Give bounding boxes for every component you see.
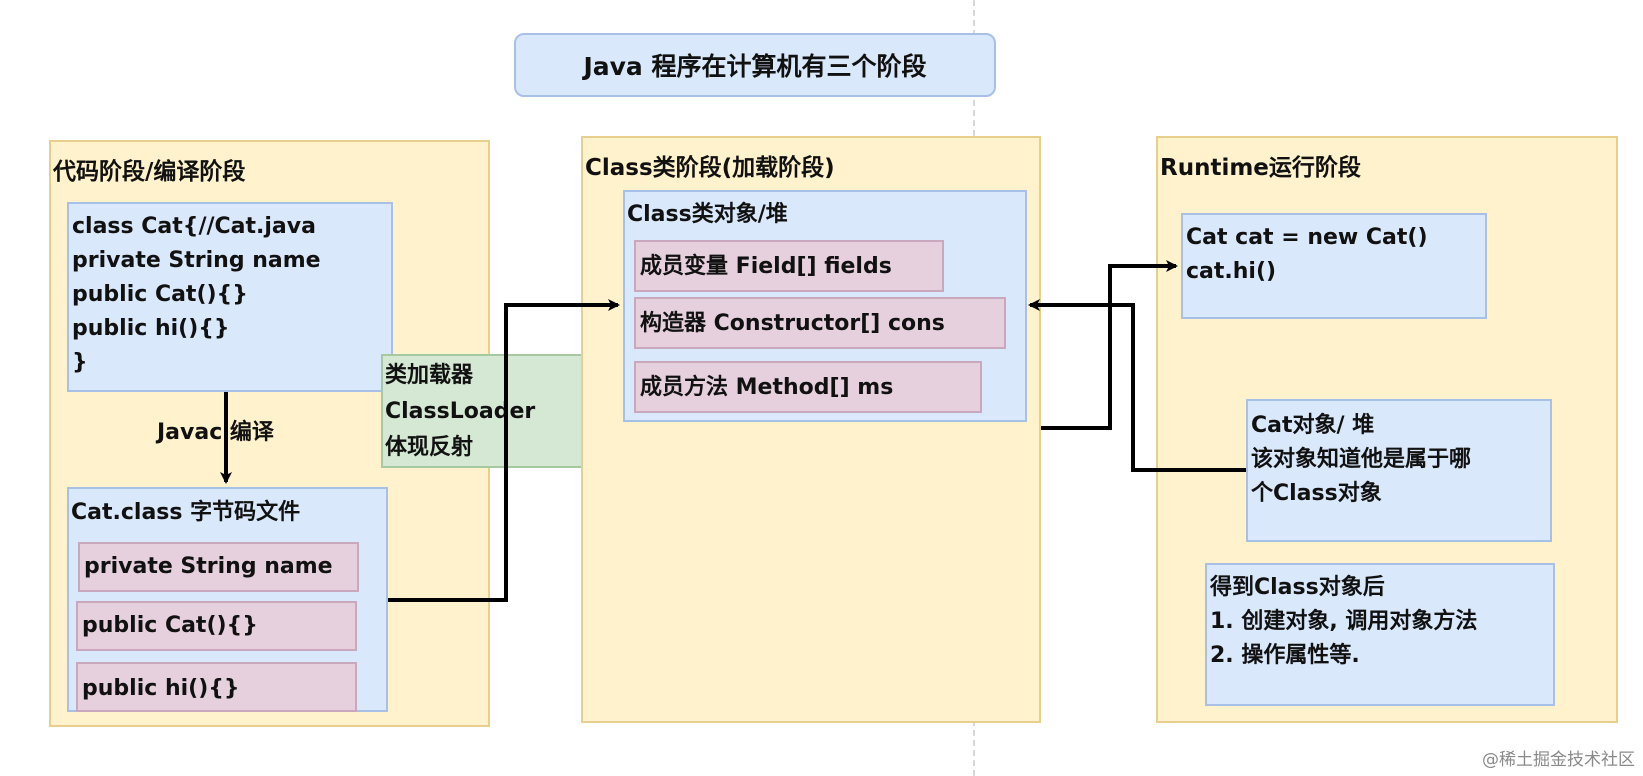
cat-object-line: Cat对象/ 堆 xyxy=(1251,413,1375,438)
bytecode-method-item: public hi(){} xyxy=(76,662,357,712)
field-member-item: 成员变量 Field[] fields xyxy=(634,240,944,292)
source-line: } xyxy=(72,350,88,375)
constructor-member-item: 构造器 Constructor[] cons xyxy=(634,297,1006,349)
cat-object-line: 个Class对象 xyxy=(1251,481,1382,506)
diagram-title: Java 程序在计算机有三个阶段 xyxy=(514,33,996,97)
source-line: class Cat{//Cat.java xyxy=(72,214,316,239)
after-class-line: 1. 创建对象, 调用对象方法 xyxy=(1210,609,1478,634)
method-member-item: 成员方法 Method[] ms xyxy=(634,361,982,413)
classloader-line: ClassLoader xyxy=(385,399,536,424)
runtime-stage-label: Runtime运行阶段 xyxy=(1160,155,1361,181)
watermark: @稀土掘金技术社区 xyxy=(1482,750,1635,770)
cat-object-line: 该对象知道他是属于哪 xyxy=(1251,447,1472,472)
source-line: public hi(){} xyxy=(72,316,230,341)
bytecode-field-item: private String name xyxy=(78,542,359,592)
cat-object-box: Cat对象/ 堆 该对象知道他是属于哪 个Class对象 xyxy=(1246,399,1552,542)
classloader-line: 类加载器 xyxy=(385,363,474,388)
after-class-line: 得到Class对象后 xyxy=(1210,575,1385,600)
runtime-code-box: Cat cat = new Cat() cat.hi() xyxy=(1181,213,1487,319)
classloader-box: 类加载器 ClassLoader 体现反射 xyxy=(381,354,592,468)
runtime-code-line: cat.hi() xyxy=(1186,259,1277,284)
source-line: public Cat(){} xyxy=(72,282,248,307)
bytecode-title: Cat.class 字节码文件 xyxy=(71,500,301,525)
source-code-box: class Cat{//Cat.java private String name… xyxy=(67,202,393,392)
after-class-object-box: 得到Class对象后 1. 创建对象, 调用对象方法 2. 操作属性等. xyxy=(1205,563,1555,706)
runtime-code-line: Cat cat = new Cat() xyxy=(1186,225,1428,250)
source-line: private String name xyxy=(72,248,321,273)
class-object-title: Class类对象/堆 xyxy=(627,202,788,227)
load-arrow xyxy=(388,299,620,602)
classloader-line: 体现反射 xyxy=(385,435,474,460)
bytecode-constructor-item: public Cat(){} xyxy=(76,601,357,651)
object-to-class-arrow xyxy=(1028,299,1246,472)
diagram-title-text: Java 程序在计算机有三个阶段 xyxy=(583,52,927,81)
class-stage-label: Class类阶段(加载阶段) xyxy=(585,155,835,181)
compile-label: Javac 编译 xyxy=(157,420,274,445)
new-object-arrow xyxy=(1041,260,1178,430)
code-stage-label: 代码阶段/编译阶段 xyxy=(53,159,246,185)
after-class-line: 2. 操作属性等. xyxy=(1210,643,1360,668)
